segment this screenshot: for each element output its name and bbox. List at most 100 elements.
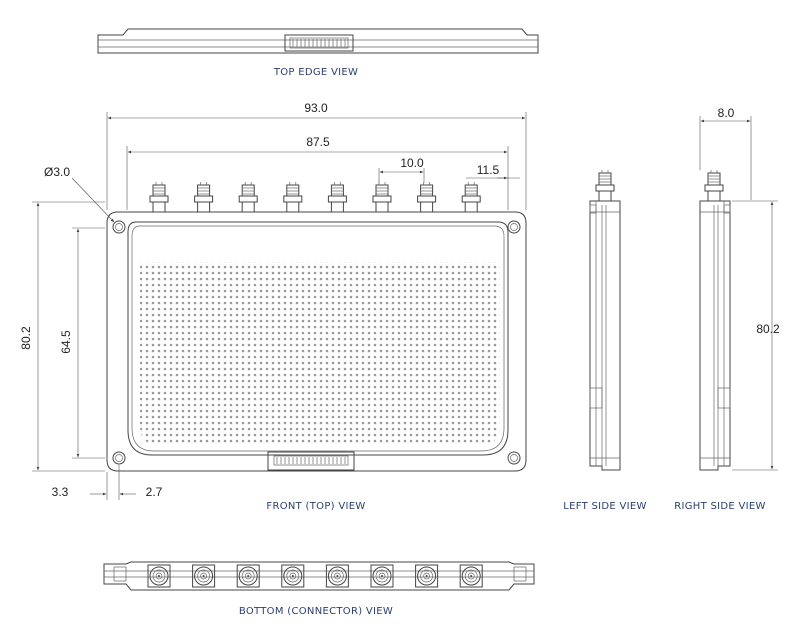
sma-face-inner	[155, 572, 163, 580]
dim-overall-height: 80.2	[19, 326, 33, 350]
sma-face-inner	[378, 572, 386, 580]
sma-face-pin	[291, 575, 294, 577]
sma-face-inner	[334, 572, 341, 580]
sma-face-icon	[370, 564, 394, 588]
sma-face-mid	[331, 569, 344, 583]
sma-face-hex	[281, 564, 305, 588]
sma-body	[197, 184, 211, 197]
sma-base	[375, 201, 389, 213]
dim-hole-diameter: Ø3.0	[44, 165, 70, 179]
sma-face-icon	[281, 564, 305, 588]
sma-hex	[149, 195, 169, 203]
sma-body	[286, 184, 300, 197]
sma-face-pin	[425, 575, 428, 577]
sma-face-inner	[244, 572, 252, 580]
sma-face-pin	[202, 575, 205, 577]
sma-base	[241, 201, 255, 213]
sma-body	[330, 184, 344, 197]
sma-face-hex	[325, 564, 349, 588]
sma-face-icon	[192, 564, 216, 588]
left-side-view-label: LEFT SIDE VIEW	[563, 501, 646, 512]
sma-hex	[194, 195, 214, 203]
sma-face-icon	[147, 564, 171, 588]
sma-base	[330, 201, 344, 213]
sma-face-outer	[417, 566, 437, 586]
sma-face-hex	[147, 564, 171, 588]
bottom-view	[103, 561, 535, 591]
sma-face-mid	[152, 569, 166, 583]
sma-face-pin	[336, 575, 339, 577]
sma-face-inner	[200, 572, 207, 580]
sma-connector-icon	[238, 182, 258, 213]
sma-connector-icon	[149, 182, 169, 213]
dim-overall-width: 93.0	[304, 101, 328, 115]
sma-connector-icon	[283, 182, 303, 213]
sma-base	[464, 201, 478, 213]
sma-face-mid	[241, 569, 255, 583]
bottom-view-label: BOTTOM (CONNECTOR) VIEW	[239, 606, 393, 617]
sma-face-pin	[247, 575, 250, 577]
sma-face-hex	[370, 564, 394, 588]
dim-connector-pitch: 10.0	[400, 156, 424, 170]
sma-hex	[595, 184, 615, 192]
sma-face-mid	[286, 569, 300, 583]
sma-face-hex	[459, 564, 483, 588]
sma-body	[420, 184, 434, 197]
sma-face-outer	[149, 566, 169, 586]
dim-side-height: 80.2	[756, 322, 780, 336]
sma-face-mid	[420, 569, 433, 583]
sma-base	[420, 201, 434, 213]
sma-face-icon	[236, 564, 260, 588]
sma-connector-icon	[461, 182, 481, 213]
sma-hex	[238, 195, 258, 203]
sma-connector-icon	[327, 182, 347, 213]
sma-face-pin	[381, 575, 383, 577]
sma-face-icon	[415, 564, 439, 588]
sma-face-hex	[415, 564, 439, 588]
sma-face-inner	[289, 572, 297, 580]
dim-connector-span: 87.5	[306, 135, 330, 149]
sma-connector-icon	[372, 182, 392, 213]
sma-face-outer	[283, 566, 303, 586]
right-side-view-label: RIGHT SIDE VIEW	[674, 501, 765, 512]
top-edge-view	[97, 28, 539, 54]
sma-face-mid	[464, 569, 478, 583]
sma-face-inner	[467, 572, 475, 580]
sma-face-icon	[325, 564, 349, 588]
sma-connector-icon	[595, 170, 615, 202]
front-dimensions	[32, 112, 527, 500]
sma-face-outer	[327, 566, 347, 586]
sma-face-outer	[372, 566, 392, 586]
sma-face-pin	[470, 575, 473, 577]
sma-base	[152, 201, 166, 213]
sma-base	[598, 190, 612, 202]
sma-hex	[283, 195, 303, 203]
dim-hole-spacing: 64.5	[59, 330, 73, 354]
sma-connector-icon	[704, 170, 724, 202]
sma-face-mid	[197, 569, 210, 583]
front-view	[106, 182, 527, 472]
sma-base	[707, 190, 721, 202]
front-view-label: FRONT (TOP) VIEW	[266, 501, 365, 512]
dim-side-offset: 2.7	[146, 485, 163, 499]
sma-face-hex	[192, 564, 216, 588]
sma-face-hex	[236, 564, 260, 588]
sma-connectors	[149, 182, 481, 213]
sma-base	[286, 201, 300, 213]
sma-face-inner	[423, 572, 430, 580]
mount-hole-icon	[112, 220, 126, 234]
sma-hex	[327, 195, 347, 203]
sma-face-outer	[194, 566, 214, 586]
sma-connector-icon	[194, 182, 214, 213]
sma-body	[241, 184, 255, 197]
sma-hex	[372, 195, 392, 203]
top-edge-view-label: TOP EDGE VIEW	[273, 67, 358, 78]
dim-bottom-offset: 3.3	[52, 485, 69, 499]
sma-face-icon	[459, 564, 483, 588]
sma-face-pin	[158, 575, 160, 577]
left-side-view	[589, 170, 621, 471]
sma-body	[464, 184, 478, 197]
sma-connector-icon	[417, 182, 437, 213]
sma-hex	[704, 184, 724, 192]
